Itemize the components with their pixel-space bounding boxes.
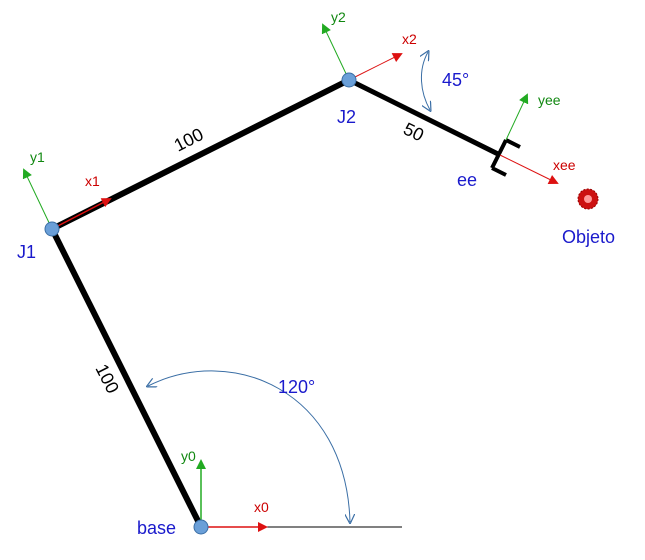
- label-yee: yee: [538, 92, 561, 108]
- joint-j1: [44, 221, 60, 237]
- joint-base: [193, 519, 209, 535]
- label-object: Objeto: [562, 227, 615, 247]
- label-x0: x0: [254, 499, 269, 515]
- label-link3-length: 50: [400, 119, 427, 146]
- label-base: base: [137, 518, 176, 538]
- label-xee: xee: [553, 157, 576, 173]
- label-x2: x2: [402, 31, 417, 47]
- label-base-angle: 120°: [278, 377, 315, 397]
- y2-axis: [321, 23, 350, 81]
- x2-axis: [348, 53, 403, 81]
- label-x1: x1: [85, 173, 100, 189]
- label-j2: J2: [337, 107, 356, 127]
- xee-axis: [499, 154, 559, 184]
- gripper-icon: [490, 138, 521, 177]
- link-j2-ee: [347, 77, 502, 158]
- base-angle-arc: [148, 370, 350, 522]
- label-ee: ee: [457, 170, 477, 190]
- x1-axis: [51, 198, 112, 230]
- label-j2-angle: 45°: [442, 70, 469, 90]
- label-y2: y2: [331, 9, 346, 25]
- yee-axis: [505, 93, 529, 141]
- link-base-j1: [49, 227, 204, 529]
- j2-angle-arc: [421, 52, 430, 110]
- joint-j2: [341, 72, 357, 88]
- object-target-icon: [577, 188, 599, 210]
- label-y0: y0: [181, 448, 196, 464]
- y1-axis: [22, 168, 53, 230]
- label-j1: J1: [17, 242, 36, 262]
- label-y1: y1: [30, 149, 45, 165]
